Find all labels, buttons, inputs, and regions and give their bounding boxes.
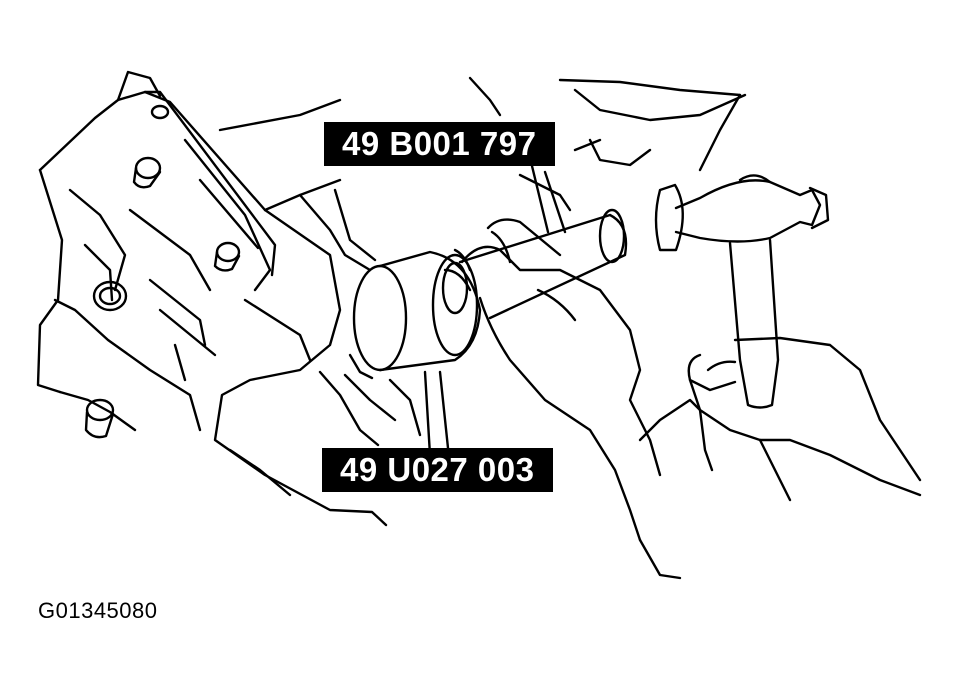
left-hand xyxy=(453,218,662,542)
sleeve-lines xyxy=(638,438,792,580)
installer-handle xyxy=(441,170,628,320)
leader-lines xyxy=(438,164,550,450)
background-lines xyxy=(468,76,747,212)
transmission-case xyxy=(36,70,422,527)
right-hand xyxy=(638,336,922,497)
tool-label-handle: 49 B001 797 xyxy=(324,122,555,166)
hammer xyxy=(654,174,830,409)
case-studs xyxy=(84,104,241,439)
figure-id: G01345080 xyxy=(38,598,158,623)
tool-label-installer: 49 U027 003 xyxy=(322,448,553,492)
